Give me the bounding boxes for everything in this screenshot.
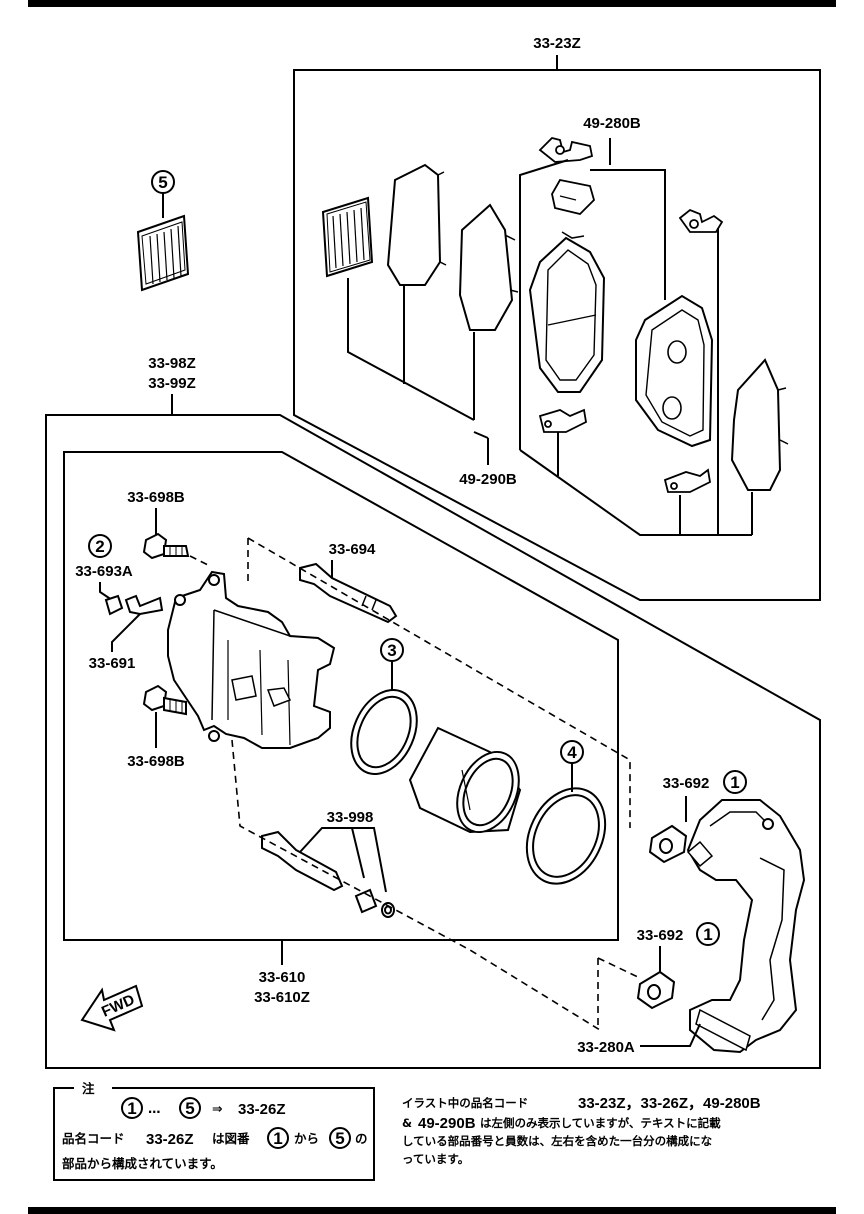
piston [408,726,522,834]
pad-clip-right [678,208,724,233]
brake-pad-outer [635,294,714,448]
circle-ref-1-lower-group: 1 [696,922,720,946]
label-boot-set: 33-998 [327,809,374,826]
note-line-3: 部品から構成されています。 [62,1156,223,1171]
caliper-assy-frames [45,394,821,1069]
boot-set-leaders [299,827,387,893]
pad-clip-top [538,137,594,163]
label-caliper-assy-2: 33-99Z [148,375,196,392]
label-bleeder-cap: 33-693A [75,563,133,580]
remark-line3: している部品番号と員数は、左右を含めた一台分の構成にな [402,1134,713,1148]
label-bushing-lower: 33-692 [637,927,684,944]
label-caliper-body-2: 33-610Z [254,989,310,1006]
piston-boot [525,787,607,885]
circle-ref-1-lower: 1 [703,925,712,944]
brake-pad-inner [528,231,606,393]
circle-ref-2-group: 2 [88,534,112,558]
shim-left-inner [386,163,447,286]
shim-left-outer [321,196,374,278]
note-line2-code: 33-26Z [146,1131,194,1148]
note-line2-from: 1 [273,1129,282,1148]
remark-line4: っています。 [402,1152,469,1166]
label-bleeder-screw: 33-691 [89,655,136,672]
label-bolt-upper: 33-698B [127,489,185,506]
label-pad-clip-kit: 49-290B [459,471,517,488]
remark-line1-a: イラスト中の品名コード [402,1096,528,1110]
pad-kit-group [293,55,821,601]
shim-center [458,203,519,331]
note-line-1: 1 … 5 ⇒ 33-26Z [121,1097,286,1119]
remark-block: イラスト中の品名コード 33-23Z，33-26Z，49-280B & 49-2… [402,1095,761,1166]
circle-ref-2: 2 [95,537,104,556]
remark-line2-code: 49-290B [418,1115,476,1132]
note-line2-to: 5 [335,1129,344,1148]
label-guide-pin: 33-694 [329,541,376,558]
top-rule [28,0,836,7]
note-range-start: 1 [127,1099,136,1118]
remark-line2-b: は左側のみ表示していますが、テキストに記載 [480,1116,721,1130]
circle-ref-4-group: 4 [560,740,584,792]
caliper-body [167,570,336,749]
pin-boot-small [354,888,395,918]
bushing-lower [636,970,676,1010]
note-arrow: ⇒ [212,1101,222,1116]
pad-kit-frame [293,69,821,601]
bolt-upper [142,532,190,560]
note-line2-d: の [355,1131,368,1146]
label-pad-kit: 33-23Z [533,35,581,52]
guide-pin-upper [299,562,398,624]
remark-line2-a: & [402,1116,412,1130]
dashed-assembly-lines [189,537,641,1031]
bushing-upper [648,824,688,864]
label-caliper-body-1: 33-610 [259,969,306,986]
fwd-arrow-icon: FWD [80,984,144,1032]
circle-ref-3-group: 3 [380,638,404,690]
remark-line1-codes: 33-23Z，33-26Z，49-280B [578,1095,761,1112]
note-range-sep: … [148,1101,161,1116]
label-mounting-support: 33-280A [577,1039,635,1056]
outer-frame [45,414,821,1069]
note-kit: 33-26Z [238,1101,286,1118]
shim-right [730,358,789,491]
note-title: 注 [82,1081,95,1096]
circle-ref-3: 3 [387,641,396,660]
note-range-end: 5 [185,1099,194,1118]
pad-clip-bottom [538,408,587,433]
pad-kit-leaders [347,138,753,536]
bleeder-screw [124,594,164,616]
circle-ref-1-upper-group: 1 [723,770,747,794]
circle-ref-1-upper: 1 [730,773,739,792]
note-line2-b: は図番 [212,1131,250,1146]
label-caliper-assy-1: 33-98Z [148,355,196,372]
piston-seal [350,688,418,776]
note-box [53,1087,375,1181]
circle-ref-5: 5 [158,173,167,192]
bleeder-cap [104,594,124,616]
wear-indicator [551,178,596,215]
guide-pin-lower [261,830,344,892]
note-line2-c: から [294,1131,319,1146]
label-bushing-upper: 33-692 [663,775,710,792]
label-bolt-lower: 33-698B [127,753,185,770]
note-line-2: 品名コード 33-26Z は図番 1 から 5 の [62,1127,368,1149]
inner-frame [63,451,619,941]
circle-ref-5-group: 5 [151,170,175,218]
pad-clip-lower-right [663,468,711,493]
bottom-rule [28,1207,836,1214]
circle-ref-4: 4 [567,743,577,762]
label-shim-kit: 49-280B [583,115,641,132]
mounting-support [686,799,806,1054]
bolt-lower [142,684,187,716]
note-line2-a: 品名コード [62,1131,125,1146]
shim-kit-5 [136,214,190,292]
